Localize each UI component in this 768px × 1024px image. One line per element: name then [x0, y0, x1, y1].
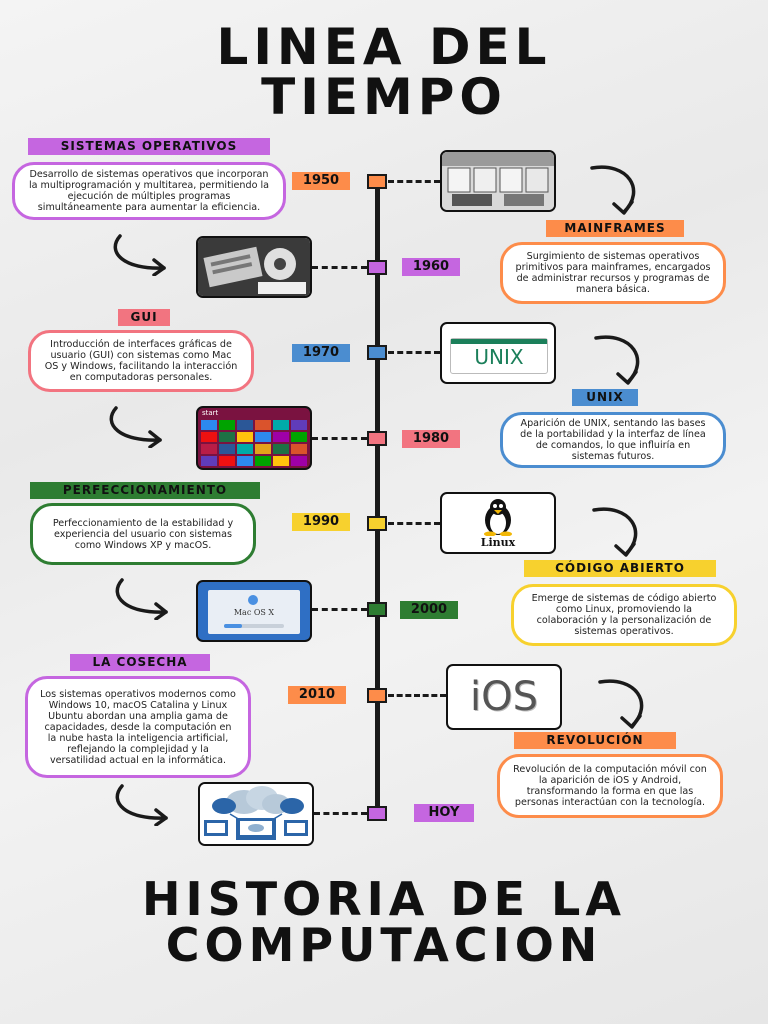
curved-arrow-icon	[598, 679, 644, 729]
connector-1970	[388, 351, 440, 354]
label-mainframes: MAINFRAMES	[546, 220, 684, 237]
page-subtitle: HISTORIA DE LA COMPUTACION	[142, 872, 626, 972]
timeline-node-1990	[367, 516, 387, 531]
timeline-node-1950	[367, 174, 387, 189]
connector-1950	[388, 180, 440, 183]
windows-start-screen: start	[196, 406, 312, 470]
mainframe-room-photo	[440, 150, 556, 212]
label-unix: UNIX	[572, 389, 638, 406]
connector-1960	[312, 266, 367, 269]
timeline-axis	[375, 178, 380, 814]
label-codigo-abierto: CÓDIGO ABIERTO	[524, 560, 716, 577]
curved-arrow-icon	[115, 578, 168, 620]
timeline-node-2000	[367, 602, 387, 617]
curved-arrow-icon	[590, 165, 636, 215]
year-badge-1990: 1990	[292, 513, 350, 531]
year-badge-1980: 1980	[402, 430, 460, 448]
connector-2010	[388, 694, 446, 697]
year-badge-hoy: HOY	[414, 804, 474, 822]
mac-os-x-boot-screen: Mac OS X	[196, 580, 312, 642]
curved-arrow-icon	[115, 784, 168, 826]
ios-logo: iOS	[446, 664, 562, 730]
curved-arrow-icon	[592, 507, 638, 557]
label-sistemas-operativos: SISTEMAS OPERATIVOS	[28, 138, 270, 155]
curved-arrow-icon	[113, 234, 166, 276]
timeline-node-2010	[367, 688, 387, 703]
curved-arrow-icon	[109, 406, 162, 448]
year-badge-1950: 1950	[292, 172, 350, 190]
text-bubble-1970: Introducción de interfaces gráficas de u…	[28, 330, 254, 392]
timeline-node-1960	[367, 260, 387, 275]
text-bubble-1950: Desarrollo de sistemas operativos que in…	[12, 162, 286, 220]
linux-tux-logo: Linux	[440, 492, 556, 554]
text-bubble-1960: Surgimiento de sistemas operativos primi…	[500, 242, 726, 304]
timeline-node-1980	[367, 431, 387, 446]
cloud-computing-illustration	[198, 782, 314, 846]
text-bubble-2000: Emerge de sistemas de código abierto com…	[511, 584, 737, 646]
punch-card-machine-photo	[196, 236, 312, 298]
label-revolucion: REVOLUCIÓN	[514, 732, 676, 749]
year-badge-1970: 1970	[292, 344, 350, 362]
connector-1980	[312, 437, 367, 440]
year-badge-2010: 2010	[288, 686, 346, 704]
label-la-cosecha: LA COSECHA	[70, 654, 210, 671]
timeline-node-1970	[367, 345, 387, 360]
text-bubble-2010: Los sistemas operativos modernos como Wi…	[25, 676, 251, 778]
connector-hoy	[314, 812, 367, 815]
connector-1990	[388, 522, 440, 525]
text-bubble-1980: Aparición de UNIX, sentando las bases de…	[500, 412, 726, 468]
year-badge-1960: 1960	[402, 258, 460, 276]
curved-arrow-icon	[594, 335, 640, 385]
connector-2000	[312, 608, 367, 611]
label-gui: GUI	[118, 309, 170, 326]
unix-logo: UNIX	[440, 322, 556, 384]
label-perfeccionamiento: PERFECCIONAMIENTO	[30, 482, 260, 499]
page-title: LINEA DEL TIEMPO	[216, 18, 552, 126]
timeline-node-hoy	[367, 806, 387, 821]
text-bubble-1990: Perfeccionamiento de la estabilidad y ex…	[30, 503, 256, 565]
year-badge-2000: 2000	[400, 601, 458, 619]
text-bubble-hoy: Revolución de la computación móvil con l…	[497, 754, 723, 818]
